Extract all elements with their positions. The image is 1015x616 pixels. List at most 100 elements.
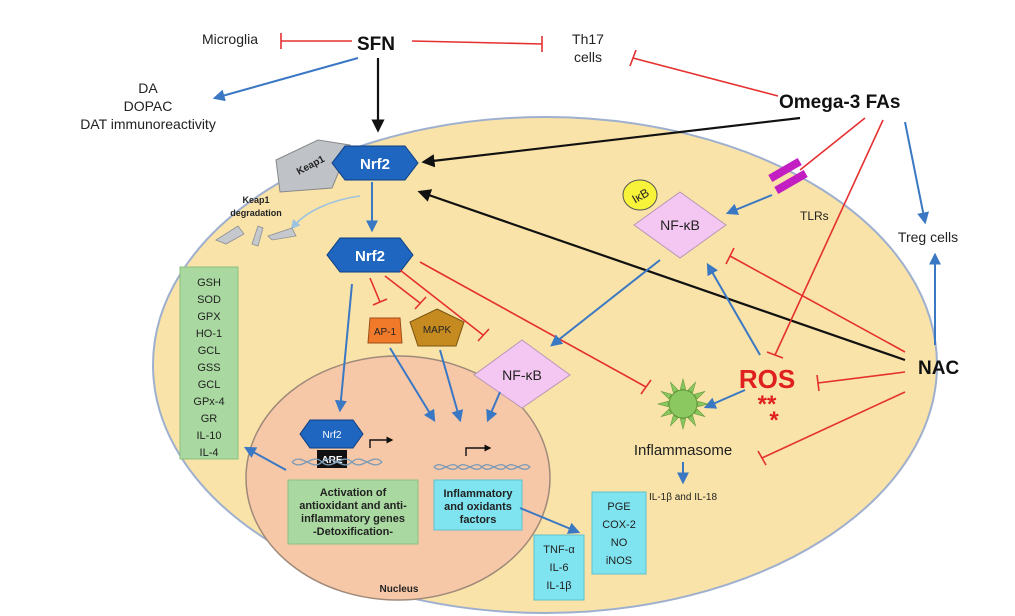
- nfkb-mid-diamond[interactable]: [473, 339, 571, 409]
- nfkb-mid-to-factors-arrow: [486, 391, 501, 423]
- inflammasome-spike: [697, 400, 710, 408]
- nrf2-inhibits-mapk: [384, 275, 427, 310]
- activation-line: Activation of: [320, 487, 387, 499]
- inflammasome-spike: [656, 400, 669, 408]
- inflammasome-spike: [693, 390, 706, 400]
- inflammasome-spike: [679, 377, 687, 390]
- activation-line: -Detoxification-: [313, 526, 393, 538]
- cytokine-item: IL-1β: [546, 580, 571, 592]
- ros-to-nfkb-arrow: [706, 262, 761, 356]
- sfn-to-da-arrow: [212, 57, 359, 102]
- ap1-shape[interactable]: [367, 317, 403, 344]
- inflammatory-factors-box: [433, 479, 523, 531]
- il1b-il18-label: IL-1β and IL-18: [649, 492, 717, 503]
- activation-line: antioxidant and anti-: [299, 500, 407, 512]
- dna-helix-right: [433, 464, 531, 470]
- cytokine-item: TNF-α: [543, 544, 575, 556]
- cytokines-left-box: [533, 534, 585, 601]
- da-label: DA: [138, 80, 158, 96]
- th17-label-line1: Th17: [572, 31, 604, 47]
- mapk-to-factors-arrow: [439, 349, 464, 423]
- antioxidant-item: IL-4: [200, 447, 219, 459]
- nrf2-mid-hexagon[interactable]: [326, 237, 414, 273]
- activation-genes-box: [287, 479, 419, 545]
- nrf2-top-label: Nrf2: [360, 156, 390, 173]
- antioxidant-item: HO-1: [196, 328, 222, 340]
- antioxidant-item: GSH: [197, 277, 221, 289]
- dna-helix-left: [291, 458, 383, 466]
- inflammatory-line: Inflammatory: [443, 488, 513, 500]
- transcription-arrow-right: [465, 444, 492, 456]
- inflammasome-spike: [660, 390, 673, 400]
- cytokine-item: iNOS: [606, 555, 632, 567]
- th17-label-line2: cells: [574, 49, 602, 65]
- inflammasome-spike: [679, 418, 687, 431]
- omega3-inhibits-tlrs: [799, 117, 866, 171]
- nrf2-inhibits-inflammasome: [419, 261, 652, 395]
- nfkb-top-diamond[interactable]: [633, 191, 727, 259]
- antioxidant-list-box: [179, 266, 239, 460]
- activation-to-list-arrow: [243, 446, 287, 471]
- ros-to-inflammasome-arrow: [703, 389, 746, 409]
- antioxidant-item: SOD: [197, 294, 221, 306]
- degradation-arrow: [290, 195, 361, 230]
- ros-marks: **: [758, 391, 777, 418]
- antioxidant-item: GCL: [198, 379, 221, 391]
- inflammasome-label: Inflammasome: [634, 442, 732, 459]
- sfn-inhibits-microglia: [280, 33, 352, 49]
- nac-inhibits-nfkb: [725, 247, 906, 353]
- antioxidant-item: GSS: [197, 362, 220, 374]
- antioxidant-item: GR: [201, 413, 218, 425]
- transcription-arrow-left: [369, 436, 394, 448]
- ros-label: ROS: [739, 364, 795, 394]
- mapk-label: MAPK: [423, 325, 452, 336]
- ap1-to-factors-arrow: [389, 347, 436, 423]
- nucleus-nrf2-hexagon[interactable]: [299, 419, 364, 449]
- tlr-to-nfkb-arrow: [725, 194, 773, 215]
- keap1-degradation-line2: degradation: [230, 208, 282, 218]
- nac-inhibits-ros: [816, 371, 906, 392]
- dopac-label: DOPAC: [124, 98, 173, 114]
- cytokine-item: IL-6: [550, 562, 569, 574]
- factors-to-cytokines-arrow: [519, 507, 581, 534]
- nrf2-inhibits-nfkb-mid: [399, 269, 490, 342]
- nrf2-top-hexagon[interactable]: [331, 145, 419, 181]
- nac-label: NAC: [918, 358, 959, 379]
- antioxidant-item: IL-10: [196, 430, 221, 442]
- inflammasome-spike: [687, 414, 697, 427]
- ikb-shape[interactable]: [622, 179, 658, 211]
- tlr-receptor[interactable]: [768, 158, 808, 194]
- nrf2-inhibits-ap1: [369, 277, 388, 306]
- omega3-to-nrf2-arrow: [421, 116, 801, 168]
- nac-inhibits-il1b: [757, 391, 906, 466]
- nucleus-label: Nucleus: [380, 584, 419, 595]
- antioxidant-item: GPX: [197, 311, 221, 323]
- inflammatory-line: and oxidants: [444, 501, 512, 513]
- inflammasome-spike: [660, 408, 673, 418]
- nac-to-nrf2-arrow: [417, 189, 906, 362]
- nrf2-into-nucleus-arrow: [334, 283, 353, 413]
- microglia-label: Microglia: [202, 31, 258, 47]
- inflammasome-spike: [669, 414, 679, 427]
- nucleus-nrf2-label: Nrf2: [323, 430, 342, 441]
- mapk-shape[interactable]: [409, 308, 465, 347]
- omega3-inhibits-ros: [766, 119, 884, 359]
- dat-label: DAT immunoreactivity: [80, 116, 216, 132]
- cytokine-item: PGE: [607, 501, 630, 513]
- cytokines-left-list: TNF-αIL-6IL-1β: [543, 544, 575, 592]
- inflammasome-icon[interactable]: [656, 377, 710, 431]
- sfn-label: SFN: [357, 34, 395, 55]
- antioxidant-item: GCL: [198, 345, 221, 357]
- inflammatory-line: factors: [460, 514, 497, 526]
- tlrs-label: TLRs: [800, 209, 829, 223]
- omega3-to-treg-arrow: [904, 121, 930, 225]
- treg-label: Treg cells: [898, 229, 958, 245]
- ros-mark-extra: *: [769, 407, 779, 434]
- inflammasome-spike: [693, 408, 706, 418]
- cytokines-right-box: [591, 491, 647, 575]
